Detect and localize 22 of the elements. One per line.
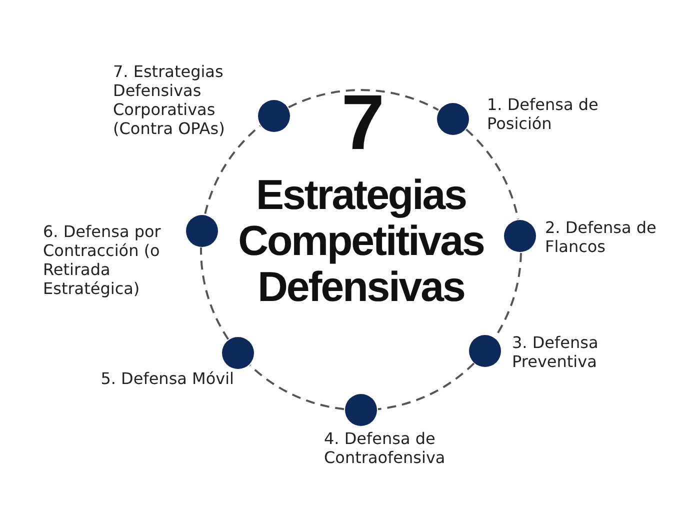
strategy-label: 7. Estrategias Defensivas Corporativas (Contra OPAs) <box>113 62 226 138</box>
dashed-arc <box>288 89 439 111</box>
dot-marker <box>258 100 290 132</box>
dot-marker <box>186 214 218 246</box>
dashed-arc <box>200 247 230 340</box>
dashed-arc <box>378 362 475 410</box>
dot-marker <box>504 220 536 252</box>
dashed-arc <box>204 125 261 214</box>
strategy-label: 3. Defensa Preventiva <box>512 333 600 371</box>
strategy-label: 4. Defensa de Contraofensiva <box>324 429 446 467</box>
heading-number: 7 <box>340 82 386 162</box>
strategy-label: 2. Defensa de Flancos <box>545 218 658 256</box>
title: Estrategias Competitivas Defensivas <box>237 172 485 310</box>
strategy-label: 1. Defensa de Posición <box>487 95 600 133</box>
dashed-arc <box>465 128 519 220</box>
dot-marker <box>345 394 377 426</box>
strategy-label: 5. Defensa Móvil <box>100 369 234 388</box>
dot-marker <box>222 336 254 369</box>
dashed-arc <box>249 364 344 410</box>
dot-marker <box>436 102 469 135</box>
strategy-label: 6. Defensa por Contracción (o Retirada Estratégica) <box>43 222 162 298</box>
dot-marker <box>469 334 502 367</box>
